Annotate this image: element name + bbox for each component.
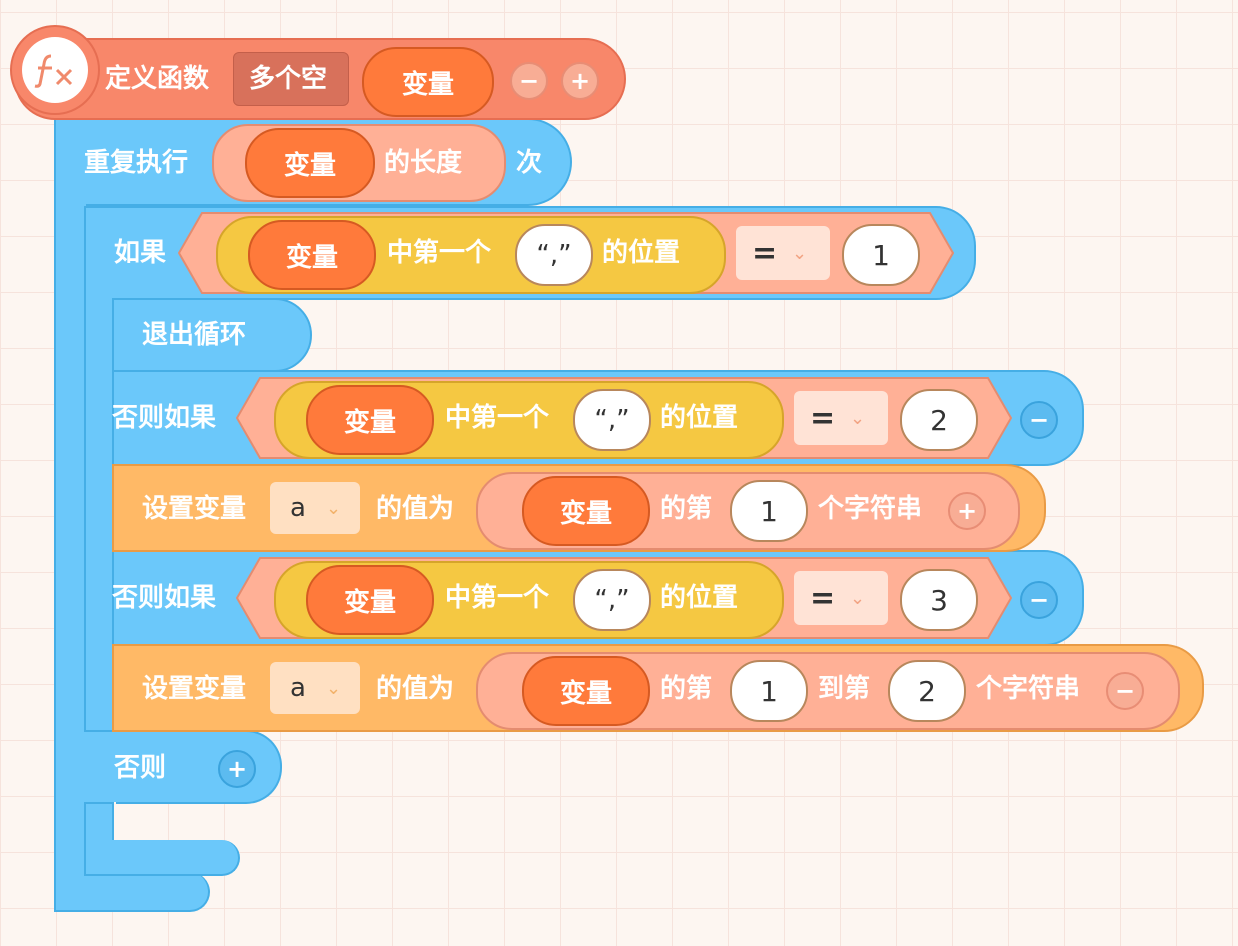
set-label-1: 设置变量 [142, 494, 247, 524]
if-variable[interactable]: 变量 [248, 220, 376, 290]
nth-label-2: 的第 [660, 674, 713, 704]
function-name: 多个空 [249, 64, 328, 94]
define-label: 定义函数 [105, 64, 210, 94]
elif-label-2: 否则如果 [112, 583, 217, 613]
comma-input[interactable]: “,” [515, 224, 593, 286]
first-label: 中第一个 [387, 238, 492, 268]
chevron-down-icon: ⌄ [792, 242, 808, 264]
repeat-label: 重复执行 [84, 148, 189, 178]
else-label: 否则 [114, 753, 167, 783]
break-label: 退出循环 [142, 320, 247, 350]
remove-elif-button-2[interactable]: − [1020, 581, 1058, 619]
index-input[interactable]: 1 [730, 480, 808, 542]
break-block[interactable] [112, 298, 312, 372]
set1-variable[interactable]: 变量 [522, 476, 650, 546]
operator-dropdown-2[interactable]: = ⌄ [794, 391, 888, 445]
string-suffix: 个字符串 [818, 494, 923, 524]
if-block-foot [84, 840, 240, 876]
comma-input-2[interactable]: “,” [573, 389, 651, 451]
elif1-variable[interactable]: 变量 [306, 385, 434, 455]
add-param-button[interactable]: + [561, 62, 599, 100]
compare-value-3[interactable]: 3 [900, 569, 978, 631]
compare-value[interactable]: 1 [842, 224, 920, 286]
chevron-down-icon: ⌄ [850, 407, 866, 429]
length-label: 的长度 [384, 148, 463, 178]
remove-param-button[interactable]: − [510, 62, 548, 100]
variable-select-value: a [290, 493, 306, 523]
to-label: 到第 [818, 674, 871, 704]
add-range-button[interactable]: + [948, 492, 986, 530]
param-variable[interactable]: 变量 [362, 47, 494, 117]
fx-icon-inner [22, 37, 88, 103]
start-index-input[interactable]: 1 [730, 660, 808, 722]
value-label-2: 的值为 [376, 674, 455, 704]
comma-input-3[interactable]: “,” [573, 569, 651, 631]
remove-range-button[interactable]: − [1106, 672, 1144, 710]
remove-elif-button-1[interactable]: − [1020, 401, 1058, 439]
times-label: 次 [516, 148, 543, 178]
variable-select-1[interactable]: a ⌄ [270, 482, 360, 534]
elif-label-1: 否则如果 [112, 403, 217, 433]
repeat-block-foot [54, 872, 210, 912]
operator-dropdown-3[interactable]: = ⌄ [794, 571, 888, 625]
set2-variable[interactable]: 变量 [522, 656, 650, 726]
compare-value-2[interactable]: 2 [900, 389, 978, 451]
chevron-down-icon: ⌄ [326, 497, 342, 519]
value-label-1: 的值为 [376, 494, 455, 524]
repeat-variable[interactable]: 变量 [245, 128, 375, 198]
chevron-down-icon: ⌄ [850, 587, 866, 609]
nth-label: 的第 [660, 494, 713, 524]
chevron-down-icon: ⌄ [326, 677, 342, 699]
operator-dropdown[interactable]: = ⌄ [736, 226, 830, 280]
operator-value-3: = [810, 580, 836, 616]
operator-value: = [752, 235, 778, 271]
variable-select-2[interactable]: a ⌄ [270, 662, 360, 714]
position-label-3: 的位置 [660, 583, 739, 613]
first-label-2: 中第一个 [445, 403, 550, 433]
string-suffix-2: 个字符串 [976, 674, 1081, 704]
elif2-variable[interactable]: 变量 [306, 565, 434, 635]
else-inner-slot [112, 802, 116, 842]
add-elif-button[interactable]: + [218, 750, 256, 788]
function-name-field[interactable] [233, 52, 349, 106]
repeat-block-arm [54, 200, 86, 880]
position-label: 的位置 [602, 238, 681, 268]
set-label-2: 设置变量 [142, 674, 247, 704]
if-label: 如果 [114, 238, 167, 268]
operator-value-2: = [810, 400, 836, 436]
variable-select-value: a [290, 673, 306, 703]
end-index-input[interactable]: 2 [888, 660, 966, 722]
first-label-3: 中第一个 [445, 583, 550, 613]
position-label-2: 的位置 [660, 403, 739, 433]
